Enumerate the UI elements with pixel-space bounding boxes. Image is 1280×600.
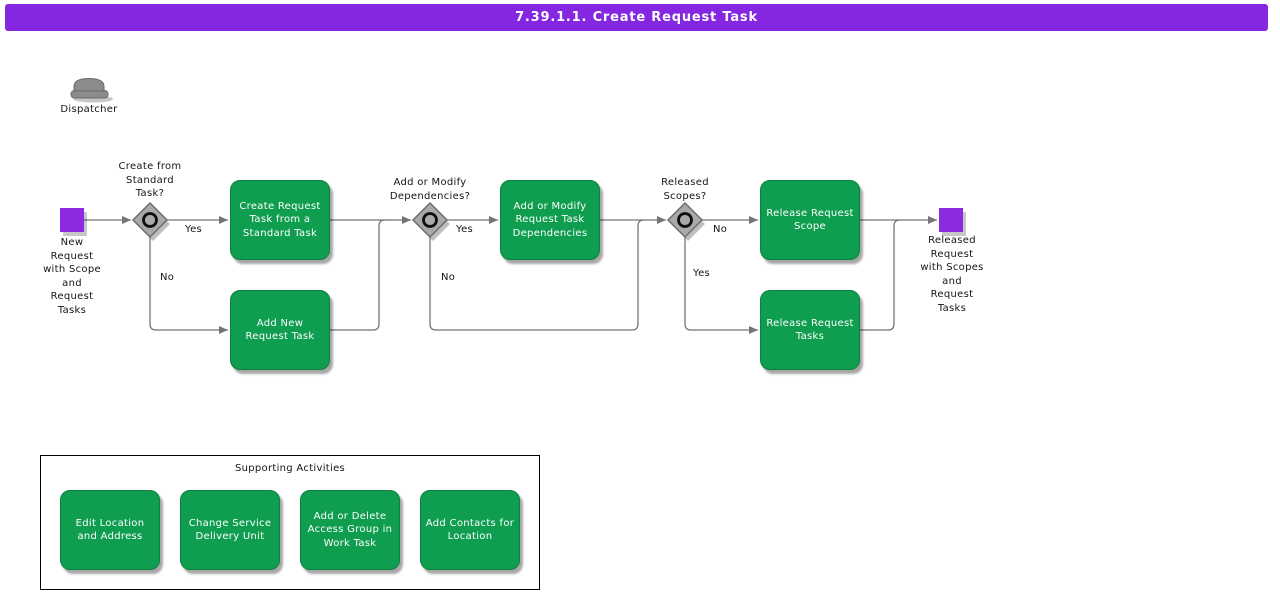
task-change-service-delivery-unit[interactable]: Change Service Delivery Unit xyxy=(180,490,280,570)
task-add-or-delete-access-group[interactable]: Add or Delete Access Group in Work Task xyxy=(300,490,400,570)
task-add-contacts-for-location[interactable]: Add Contacts for Location xyxy=(420,490,520,570)
connector-gateway2-no xyxy=(429,219,645,331)
end-event-label: Released Request with Scopes and Request… xyxy=(920,235,984,314)
connectors xyxy=(84,216,937,334)
actor-label: Dispatcher xyxy=(60,104,118,115)
connector-task2-merge xyxy=(330,219,386,331)
gateway2-no-label: No xyxy=(441,272,456,283)
connector-task5-merge xyxy=(860,219,901,331)
gateway1-question: Create from Standard Task? xyxy=(118,161,182,199)
gateway1-no-label: No xyxy=(160,272,175,283)
task-add-new-request-task[interactable]: Add New Request Task xyxy=(230,290,330,370)
task-add-or-modify-request-task-dependencies[interactable]: Add or Modify Request Task Dependencies xyxy=(500,180,600,260)
gateway-released-scopes xyxy=(666,201,705,241)
gateway3-yes-label: Yes xyxy=(693,268,711,279)
gateway3-question: Released Scopes? xyxy=(661,177,709,202)
gateway2-yes-label: Yes xyxy=(456,224,474,235)
connector-gateway3-yes xyxy=(684,237,758,334)
task-edit-location-and-address[interactable]: Edit Location and Address xyxy=(60,490,160,570)
gateway1-yes-label: Yes xyxy=(185,224,203,235)
task-release-request-scope[interactable]: Release Request Scope xyxy=(760,180,860,260)
page-title: 7.39.1.1. Create Request Task xyxy=(515,10,758,25)
task-create-request-task-from-standard[interactable]: Create Request Task from a Standard Task xyxy=(230,180,330,260)
title-bar: 7.39.1.1. Create Request Task xyxy=(5,4,1268,31)
gateway2-question: Add or Modify Dependencies? xyxy=(389,177,471,202)
dispatcher-icon xyxy=(70,77,113,103)
start-event-label: New Request with Scope and Request Tasks xyxy=(43,237,101,316)
start-event-node xyxy=(60,208,87,236)
gateway-add-or-modify-dependencies xyxy=(411,201,450,241)
supporting-activities-title: Supporting Activities xyxy=(234,463,346,474)
end-event-node xyxy=(939,208,966,236)
gateway-create-from-standard xyxy=(131,201,170,241)
gateway3-no-label: No xyxy=(713,224,728,235)
connector-gateway1-no xyxy=(149,237,228,334)
task-release-request-tasks[interactable]: Release Request Tasks xyxy=(760,290,860,370)
